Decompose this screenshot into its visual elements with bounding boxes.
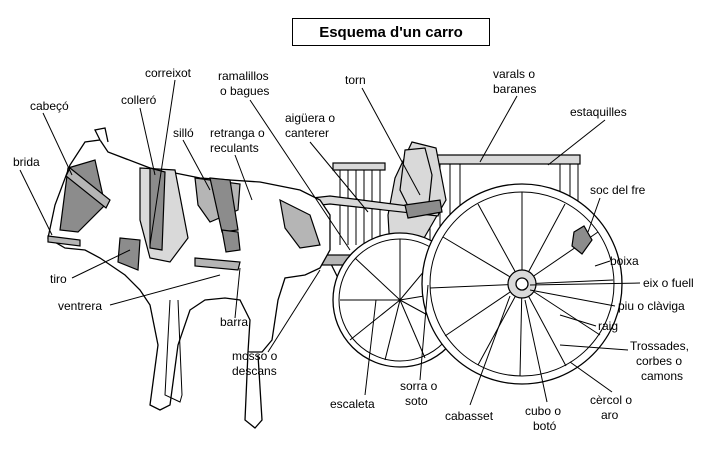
diagram-title: Esquema d'un carro [292, 18, 490, 46]
label-tiro: tiro [50, 272, 67, 286]
label-piu-o-claviga: piu o clàviga [618, 299, 685, 313]
label-cabasset: cabasset [445, 409, 494, 423]
label-mosso-line2: descans [232, 364, 277, 378]
label-cubo-line1: cubo o [525, 404, 561, 418]
label-torn: torn [345, 73, 366, 87]
label-sillo: silló [173, 126, 194, 140]
label-trossades-line1: Trossades, [630, 339, 689, 353]
part-labels: correixot ramalillos o bagues torn varal… [13, 66, 694, 433]
horse-illustration [47, 127, 331, 429]
label-raig: raig [598, 319, 618, 333]
label-ventrera: ventrera [58, 299, 102, 313]
label-collero: colleró [121, 93, 157, 107]
label-retranga-line1: retranga o [210, 126, 265, 140]
label-barra: barra [220, 315, 248, 329]
label-mosso-line1: mosso o [232, 349, 278, 363]
label-correixot: correixot [145, 66, 192, 80]
label-aiguera-line2: canterer [285, 126, 329, 140]
label-cercol-line1: cèrcol o [590, 393, 632, 407]
label-sorra-line2: soto [405, 394, 428, 408]
cart-driver [399, 147, 443, 219]
label-escaleta: escaleta [330, 397, 375, 411]
leader-lines [19, 79, 641, 406]
label-varals-line2: baranes [493, 82, 536, 96]
cart-illustration [47, 127, 623, 429]
label-aiguera-line1: aigüera o [285, 111, 335, 125]
label-estaquilles: estaquilles [570, 105, 627, 119]
label-sorra-line1: sorra o [400, 379, 438, 393]
label-retranga-line2: reculants [210, 141, 259, 155]
rear-wheel [421, 183, 623, 385]
label-soc-del-fre: soc del fre [590, 183, 646, 197]
horse-harness [47, 159, 321, 271]
label-varals-line1: varals o [493, 67, 535, 81]
label-trossades-line2: corbes o [636, 354, 682, 368]
label-ramalillos-line2: o bagues [220, 84, 269, 98]
label-trossades-line3: camons [641, 369, 683, 383]
label-boixa: boixa [610, 254, 639, 268]
brake-shoe [571, 225, 593, 255]
label-cubo-line2: botó [533, 419, 557, 433]
label-cercol-line2: aro [601, 408, 619, 422]
label-ramalillos-line1: ramalillos [218, 69, 269, 83]
label-eix-o-fuell: eix o fuell [643, 276, 694, 290]
label-brida: brida [13, 155, 40, 169]
label-cabeco: cabeçó [30, 99, 69, 113]
